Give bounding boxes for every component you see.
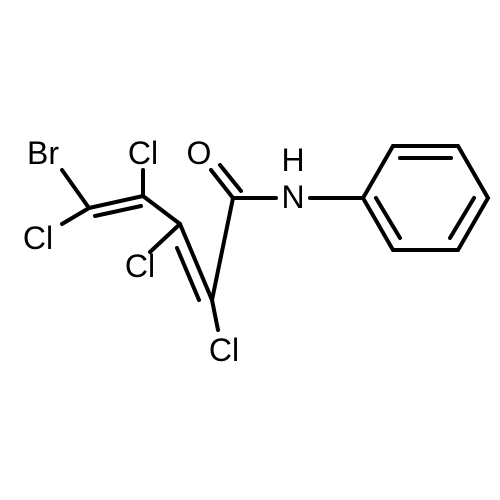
- atom-label-br: Br: [27, 135, 59, 171]
- bond-c1-c2-double: [93, 204, 143, 218]
- atom-label-cl-left: Cl: [23, 220, 53, 256]
- bonds: [60, 144, 491, 332]
- bond-c5-o: [209, 168, 235, 200]
- atom-label-h: H: [281, 142, 304, 178]
- bond-c3-c4-double: [175, 246, 201, 302]
- bond-c5-o-double: [218, 163, 243, 193]
- bond-c4-cl: [210, 298, 220, 332]
- bond-c1-c2: [87, 194, 145, 210]
- phenyl-inner-bond-3: [374, 196, 402, 240]
- bond-c1-br: [60, 168, 91, 210]
- bond-c2-c3: [141, 194, 182, 226]
- atom-labels: Br Cl Cl Cl Cl O H N: [23, 135, 305, 368]
- atom-label-o: O: [187, 135, 212, 171]
- bond-c3-cl: [148, 222, 182, 254]
- atom-label-cl-top: Cl: [128, 135, 158, 171]
- bond-c1-cl: [60, 206, 91, 226]
- bond-c4-c5: [210, 196, 235, 302]
- phenyl-inner-bond-2: [448, 196, 476, 240]
- atom-label-cl-mid: Cl: [125, 248, 155, 284]
- atom-label-n: N: [281, 179, 304, 215]
- phenyl-ring: [360, 144, 491, 252]
- atom-label-cl-bottom: Cl: [209, 332, 239, 368]
- bond-c3-c4: [178, 222, 214, 302]
